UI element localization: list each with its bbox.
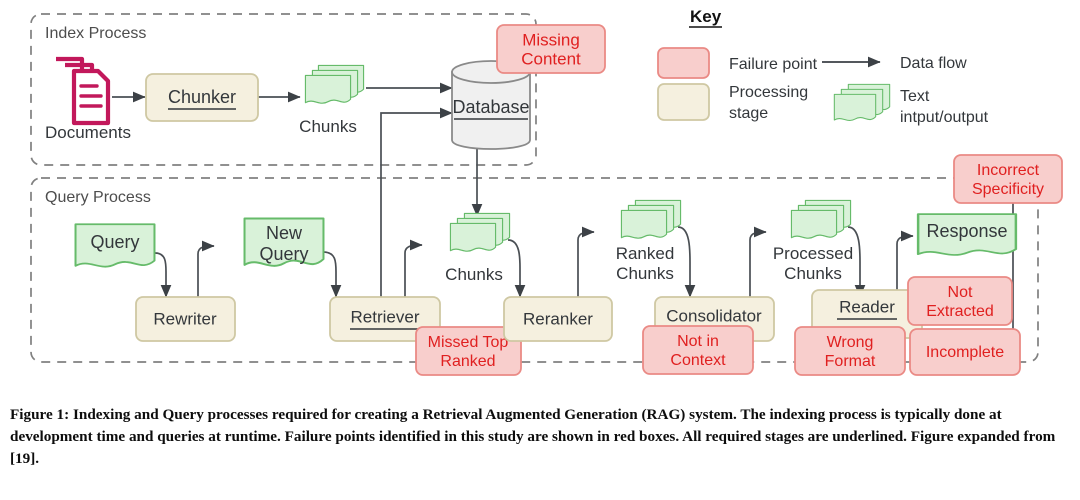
consolidator-label: Consolidator: [666, 306, 762, 325]
query-node[interactable]: Query: [74, 223, 156, 268]
failure-not-in-context[interactable]: Not in Context: [642, 325, 754, 375]
query-process-label: Query Process: [45, 189, 151, 206]
chunker-stage[interactable]: Chunker: [145, 73, 259, 122]
reader-stage[interactable]: Reader: [811, 289, 923, 339]
ranked-chunks-line2: Chunks: [616, 264, 674, 283]
failure-not-extracted[interactable]: Not Extracted: [907, 276, 1013, 326]
missed-top-ranked-line2: Ranked: [440, 353, 495, 370]
incorrect-specificity-line1: Incorrect: [977, 162, 1040, 179]
key-label-processing-stage-line1: Processing: [729, 84, 808, 101]
key-title: Key: [690, 7, 722, 26]
incomplete-label: Incomplete: [926, 344, 1004, 361]
incorrect-specificity-line2: Specificity: [972, 181, 1044, 198]
response-label: Response: [926, 221, 1007, 241]
wrong-format-line1: Wrong: [827, 334, 874, 351]
key-label-failure-point: Failure point: [729, 56, 818, 73]
index-process-container: Index Process: [30, 13, 537, 166]
rewriter-label: Rewriter: [153, 309, 217, 328]
failure-missing-content[interactable]: Missing Content: [496, 24, 606, 74]
ranked-chunks-line1: Ranked: [616, 244, 675, 263]
key-label-text-io-line2: intput/output: [900, 109, 989, 126]
processed-chunks-line1: Processed: [773, 244, 853, 263]
key-swatch-processing-stage: [657, 83, 710, 121]
reader-label: Reader: [839, 297, 895, 316]
reranker-stage[interactable]: Reranker: [503, 296, 613, 342]
key-label-data-flow: Data flow: [900, 55, 967, 72]
not-extracted-line1: Not: [948, 284, 973, 301]
new-query-line2: Query: [259, 244, 308, 264]
index-process-label: Index Process: [45, 25, 146, 42]
rag-pipeline-diagram: Index Process Query Process Documents Ch…: [30, 7, 1063, 376]
not-in-context-line2: Context: [670, 352, 726, 369]
database-label: Database: [452, 97, 529, 117]
failure-wrong-format[interactable]: Wrong Format: [794, 326, 906, 376]
key-label-text-io-line1: Text: [900, 88, 930, 105]
key-legend: Key Failure point Processing stage Data …: [657, 7, 989, 126]
reranker-label: Reranker: [523, 309, 593, 328]
chunker-label: Chunker: [168, 87, 236, 107]
new-query-line1: New: [266, 223, 303, 243]
processed-chunks-node[interactable]: [790, 199, 852, 239]
query-chunks-node[interactable]: [449, 212, 511, 252]
key-swatch-failure-point: [657, 47, 710, 79]
missed-top-ranked-line1: Missed Top: [428, 334, 509, 351]
key-swatch-text-io-icon: [833, 83, 891, 122]
ranked-chunks-node[interactable]: [620, 199, 682, 239]
documents-icon: [56, 56, 111, 126]
missing-content-line1: Missing: [522, 30, 580, 49]
retriever-label: Retriever: [351, 307, 420, 326]
failure-missed-top-ranked[interactable]: Missed Top Ranked: [415, 326, 522, 376]
key-label-processing-stage-line2: stage: [729, 105, 768, 122]
database-node[interactable]: Database: [451, 60, 531, 150]
index-flow-arrows: [112, 82, 483, 317]
query-chunks-label: Chunks: [445, 265, 503, 284]
response-node[interactable]: Response: [916, 212, 1018, 257]
rewriter-stage[interactable]: Rewriter: [135, 296, 236, 342]
query-label: Query: [90, 232, 139, 252]
failure-incorrect-specificity[interactable]: Incorrect Specificity: [953, 154, 1063, 204]
failure-incomplete[interactable]: Incomplete: [909, 328, 1021, 376]
index-chunks-label: Chunks: [299, 117, 357, 136]
missing-content-line2: Content: [521, 49, 581, 68]
not-extracted-line2: Extracted: [926, 303, 994, 320]
documents-label: Documents: [45, 123, 131, 142]
retriever-stage[interactable]: Retriever: [329, 296, 441, 342]
not-in-context-line1: Not in: [677, 333, 719, 350]
wrong-format-line2: Format: [825, 353, 876, 370]
query-process-container: Query Process: [30, 177, 1039, 363]
figure-caption: Figure 1: Indexing and Query processes r…: [10, 406, 1056, 468]
new-query-node[interactable]: New Query: [243, 217, 325, 267]
index-chunks-node[interactable]: [304, 64, 365, 104]
processed-chunks-line2: Chunks: [784, 264, 842, 283]
